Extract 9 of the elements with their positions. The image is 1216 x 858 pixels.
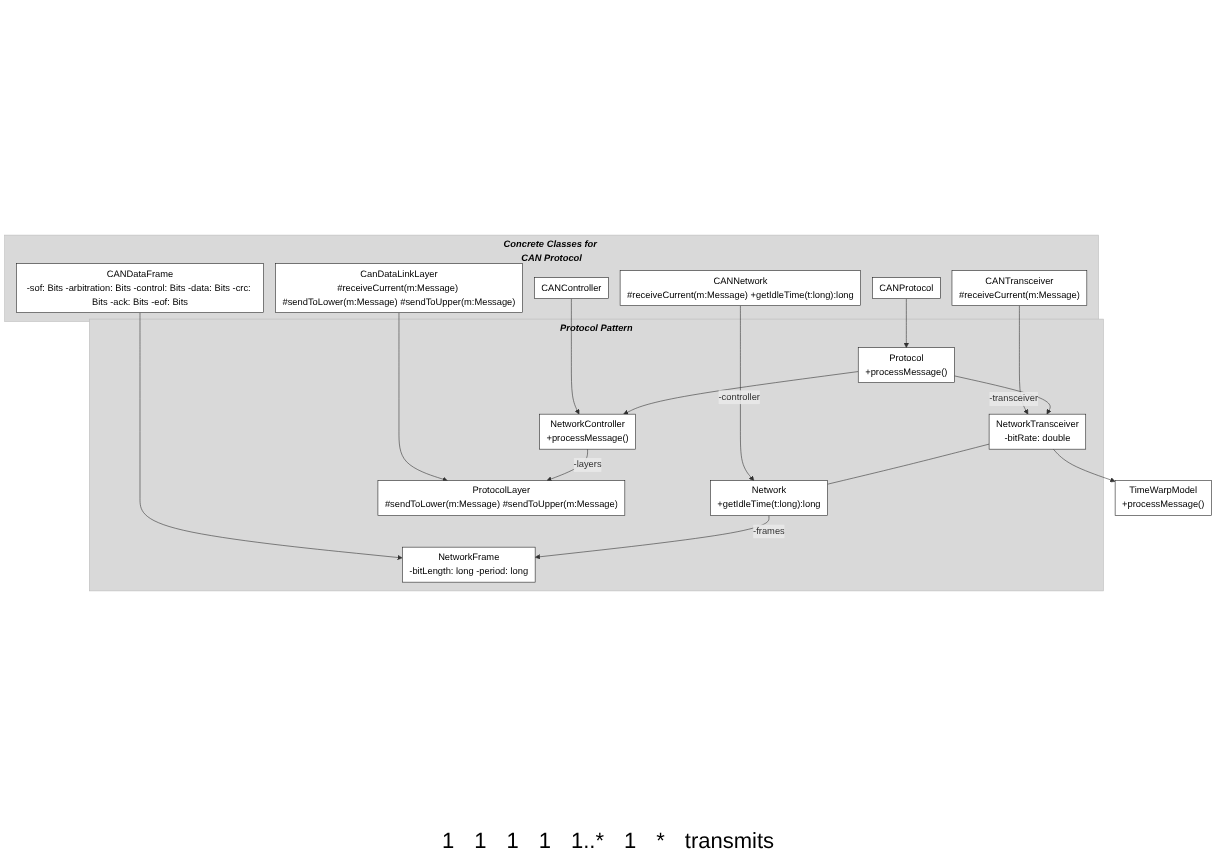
multiplicity-label: transmits	[684, 830, 775, 854]
connector	[827, 443, 990, 485]
multiplicity-label: 1	[441, 830, 455, 854]
multiplicity-label: *	[656, 830, 665, 854]
multiplicity-label: 1	[474, 830, 487, 854]
multiplicity-label: 1	[623, 830, 637, 854]
multiplicity-label: 1	[506, 830, 519, 854]
multiplicity-label: 1..*	[570, 830, 604, 854]
multiplicity-label: 1	[538, 830, 551, 854]
